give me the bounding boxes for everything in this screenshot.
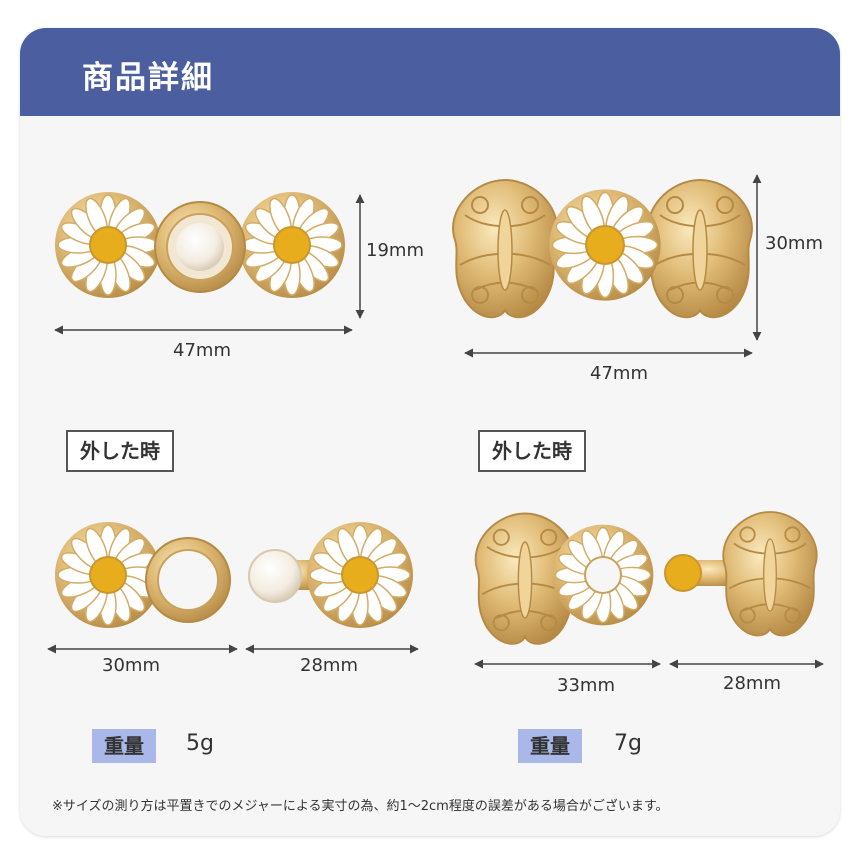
- detached-state-label: 外した時: [66, 430, 174, 472]
- left-part-label: 33mm: [557, 675, 615, 696]
- detached-state-label: 外した時: [478, 430, 586, 472]
- daisy-brooch-assembled: [54, 191, 346, 299]
- weight-badge: 重量: [518, 729, 582, 763]
- weight-badge: 重量: [92, 729, 156, 763]
- butterfly-brooch-right-part: [664, 511, 818, 637]
- width-label: 47mm: [590, 363, 648, 384]
- left-part-label: 30mm: [102, 655, 160, 676]
- weight-value: 7g: [614, 731, 642, 756]
- right-part-label: 28mm: [300, 655, 358, 676]
- butterfly-daisy-brooch-assembled: [452, 179, 753, 319]
- height-label: 30mm: [765, 233, 823, 254]
- measurement-note: ※サイズの測り方は平置きでのメジャーによる実寸の為、約1〜2cm程度の誤差がある…: [52, 799, 669, 814]
- daisy-brooch-left-part: [54, 521, 231, 629]
- daisy-brooch-right-part: [248, 521, 414, 629]
- right-part-label: 28mm: [723, 673, 781, 694]
- height-label: 19mm: [366, 240, 424, 261]
- width-label: 47mm: [173, 340, 231, 361]
- weight-value: 5g: [186, 731, 214, 756]
- butterfly-brooch-left-part: [474, 512, 655, 645]
- page-title: 商品詳細: [82, 60, 214, 96]
- header-bar: 商品詳細: [20, 28, 840, 116]
